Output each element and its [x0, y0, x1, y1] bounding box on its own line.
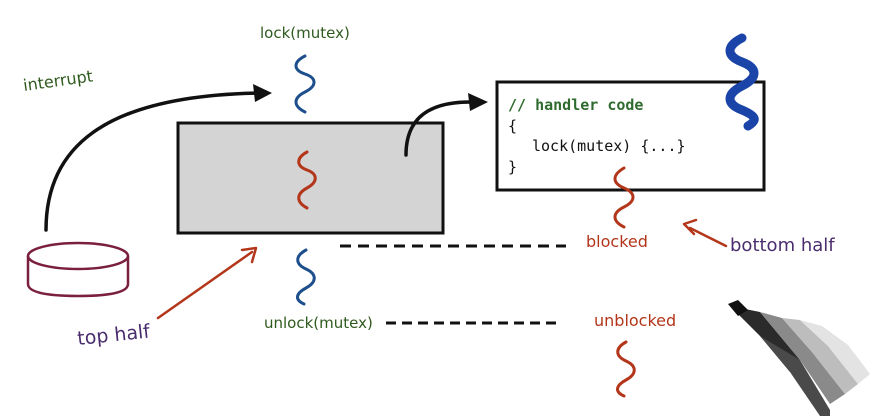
- handler-open-brace: {: [508, 117, 517, 135]
- interrupt-arrow: [44, 84, 272, 232]
- unblocked-label: unblocked: [594, 311, 676, 330]
- bottom-half-label: bottom half: [730, 235, 835, 256]
- handler-code-box: [495, 80, 766, 192]
- lock-thread-squiggle: [294, 54, 316, 114]
- unblocked-thread-squiggle: [616, 340, 636, 398]
- handler-arrow: [404, 93, 488, 157]
- lock-mutex-label: lock(mutex): [260, 24, 350, 42]
- handler-lock-line: lock(mutex) {...}: [532, 137, 686, 155]
- unlock-thread-squiggle: [296, 248, 316, 306]
- bottom-half-arrow: [682, 218, 728, 248]
- top-half-arrow: [156, 246, 258, 320]
- blocked-label: blocked: [586, 232, 648, 251]
- handler-comment: // handler code: [508, 96, 643, 114]
- pen-icon: [728, 300, 870, 416]
- interrupt-thread-squiggle: [297, 150, 317, 210]
- top-half-box: [176, 121, 445, 235]
- unlock-mutex-label: unlock(mutex): [264, 314, 373, 332]
- handler-close-brace: }: [508, 158, 517, 176]
- top-half-label: top half: [76, 320, 152, 350]
- handler-thread-squiggle: [725, 33, 759, 131]
- blocked-thread-squiggle: [613, 166, 635, 229]
- interrupt-label: interrupt: [22, 66, 94, 95]
- disk-device-icon: [26, 241, 130, 298]
